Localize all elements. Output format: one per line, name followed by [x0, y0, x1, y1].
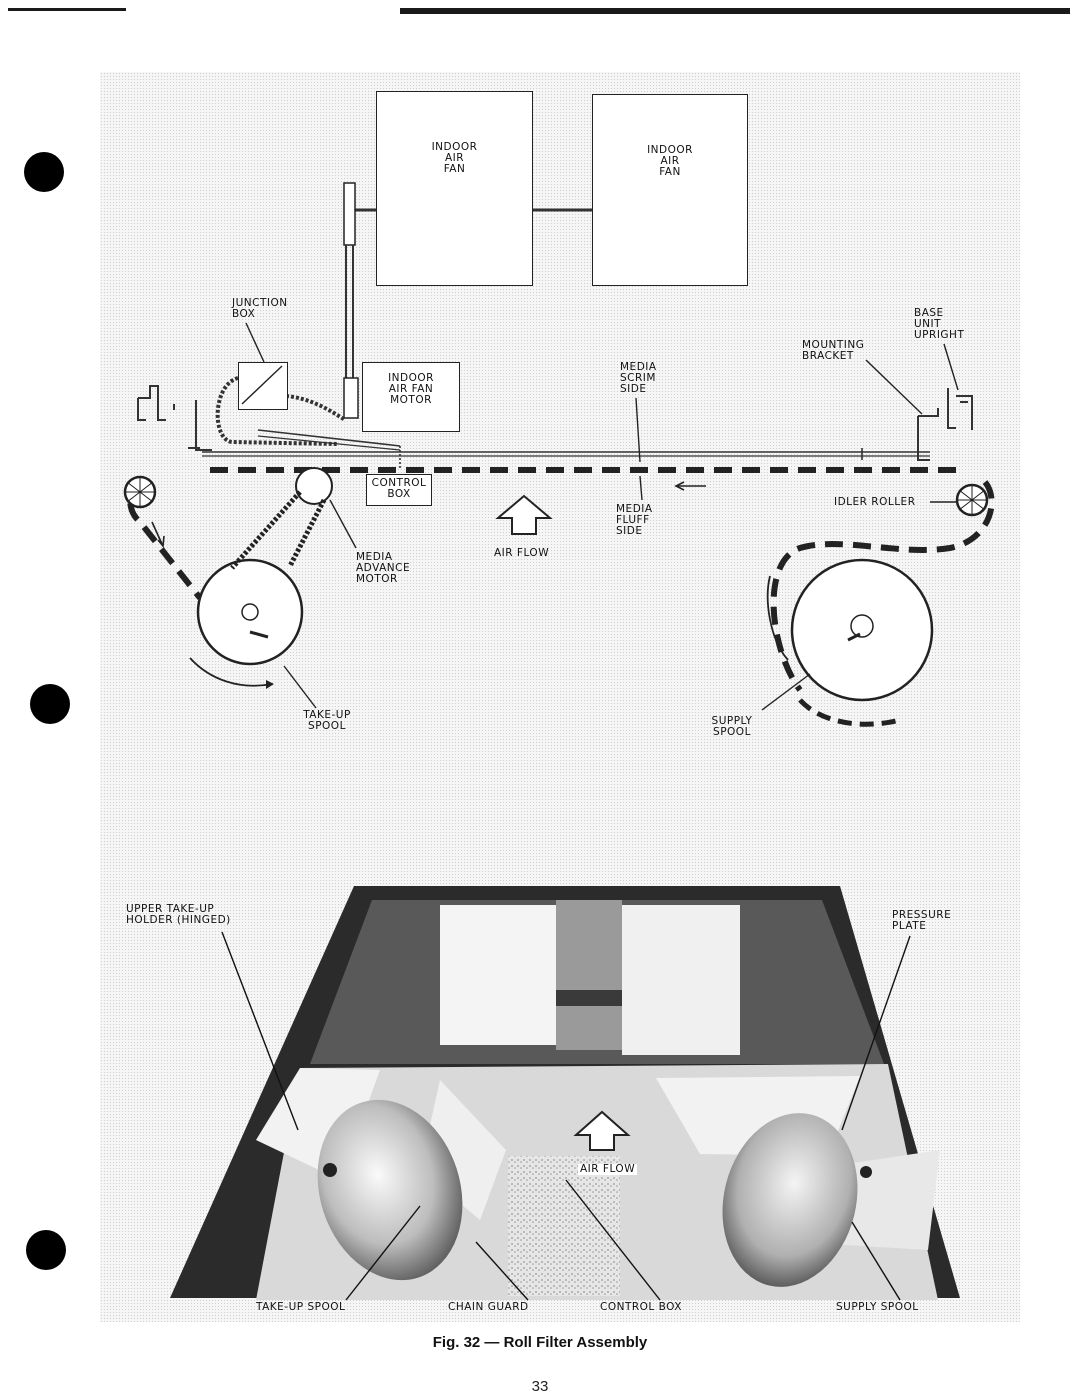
indoor-air-fan-left: INDOOR AIR FAN — [376, 91, 533, 286]
pressure-plate-label: PRESSURE PLATE — [892, 909, 952, 932]
photo-air-flow-label: AIR FLOW — [578, 1163, 638, 1175]
upper-take-up-holder-label: UPPER TAKE-UP HOLDER (HINGED) — [126, 903, 231, 926]
indoor-air-fan-motor: INDOOR AIR FAN MOTOR — [362, 362, 460, 432]
air-flow-label: AIR FLOW — [494, 547, 550, 559]
indoor-air-fan-motor-label: INDOOR AIR FAN MOTOR — [388, 372, 434, 406]
binder-hole-top — [24, 152, 64, 192]
junction-box-label: JUNCTION BOX — [232, 297, 288, 320]
page-number: 33 — [531, 1378, 549, 1395]
indoor-air-fan-right: INDOOR AIR FAN — [592, 94, 748, 286]
supply-spool-label: SUPPLY SPOOL — [711, 715, 753, 738]
media-advance-motor-label: MEDIA ADVANCE MOTOR — [356, 551, 411, 585]
binder-hole-bottom — [26, 1230, 66, 1270]
take-up-spool-label: TAKE-UP SPOOL — [303, 709, 351, 732]
photo-control-box-label: CONTROL BOX — [600, 1301, 682, 1313]
base-unit-upright-label: BASE UNIT UPRIGHT — [914, 307, 965, 341]
media-fluff-side-label: MEDIA FLUFF SIDE — [616, 503, 653, 537]
junction-box — [238, 362, 288, 410]
photo-take-up-spool-label: TAKE-UP SPOOL — [256, 1301, 346, 1313]
mounting-bracket-label: MOUNTING BRACKET — [802, 339, 865, 362]
top-rule-right — [400, 8, 1070, 14]
idler-roller-label: IDLER ROLLER — [834, 496, 916, 508]
control-box-label: CONTROL BOX — [371, 477, 427, 500]
photo-supply-spool-label: SUPPLY SPOOL — [836, 1301, 919, 1313]
binder-hole-middle — [30, 684, 70, 724]
indoor-air-fan-right-label: INDOOR AIR FAN — [647, 144, 693, 178]
control-box: CONTROL BOX — [366, 474, 432, 506]
media-scrim-side-label: MEDIA SCRIM SIDE — [620, 361, 657, 395]
indoor-air-fan-left-label: INDOOR AIR FAN — [431, 141, 478, 175]
top-rule-left — [8, 8, 126, 11]
figure-caption: Fig. 32 — Roll Filter Assembly — [432, 1334, 648, 1351]
chain-guard-label: CHAIN GUARD — [448, 1301, 529, 1313]
